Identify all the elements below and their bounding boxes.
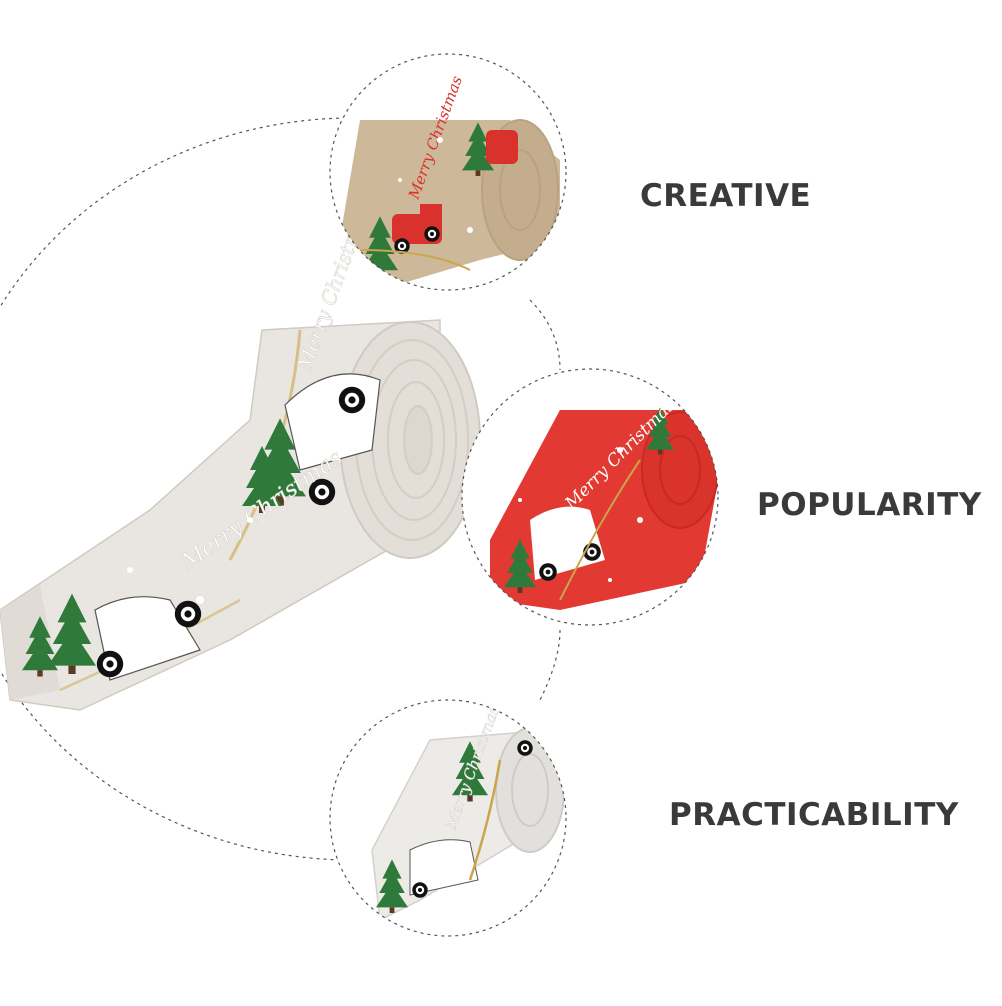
dashed-connector — [529, 299, 561, 371]
burlap-ribbon-thumb: Merry Christmas — [329, 53, 567, 291]
white-ribbon-thumb: Merry Christmas — [329, 699, 567, 937]
feature-label-creative: CREATIVE — [640, 178, 812, 214]
feature-label-practicability: PRACTICABILITY — [669, 797, 959, 833]
dashed-connector — [539, 629, 561, 701]
feature-label-popularity: POPULARITY — [757, 487, 982, 523]
red-ribbon-thumb: Merry Christmas — [461, 368, 719, 626]
